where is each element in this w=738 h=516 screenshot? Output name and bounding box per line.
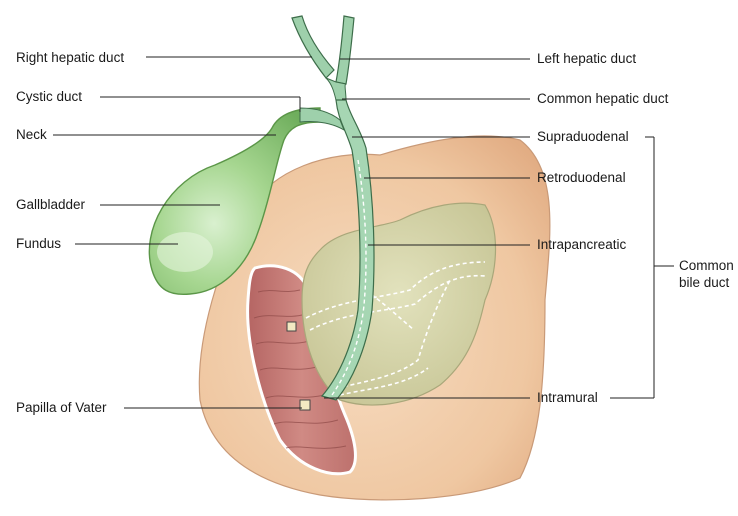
cystic-duct (300, 108, 344, 130)
label-supraduodenal: Supraduodenal (537, 129, 629, 144)
label-right-hepatic-duct: Right hepatic duct (16, 50, 124, 65)
label-gallbladder: Gallbladder (16, 197, 86, 212)
label-common-hepatic-duct: Common hepatic duct (537, 91, 669, 106)
gallbladder-highlight (157, 232, 213, 272)
hepatic-ducts (292, 16, 354, 100)
label-intramural: Intramural (537, 390, 598, 405)
label-papilla-of-vater: Papilla of Vater (16, 400, 107, 415)
label-intrapancreatic: Intrapancreatic (537, 237, 627, 252)
label-fundus: Fundus (16, 236, 61, 251)
label-neck: Neck (16, 127, 47, 142)
label-common-bile-duct-line2: bile duct (679, 275, 730, 290)
label-left-hepatic-duct: Left hepatic duct (537, 51, 636, 66)
label-cystic-duct: Cystic duct (16, 89, 82, 104)
label-retroduodenal: Retroduodenal (537, 170, 626, 185)
label-common-bile-duct-line1: Common (679, 258, 734, 273)
minor-papilla (287, 322, 296, 331)
